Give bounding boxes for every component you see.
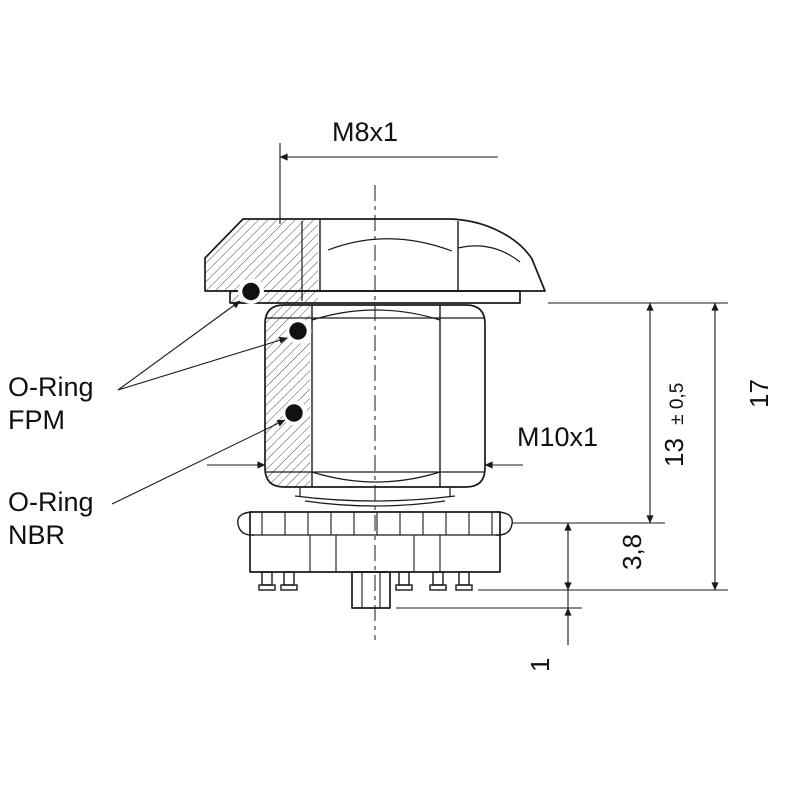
right-dimensions: 17 13 ± 0,5 3,8 1 [396, 302, 774, 672]
center-tab [351, 571, 391, 609]
o-rings [238, 278, 312, 426]
dimension-m8: M8x1 [279, 117, 498, 224]
flange-outline [204, 218, 546, 292]
dim-text-13: 13 ± 0,5 [659, 383, 689, 467]
pin-foot [395, 584, 413, 591]
leader-nbr [111, 419, 286, 505]
label-thread-body: M10x1 [517, 422, 598, 452]
pin [261, 571, 273, 586]
hex-facet-arc-top [311, 309, 441, 321]
o-ring-callouts: O-Ring FPM O-Ring NBR [8, 300, 288, 550]
o-ring-middle-fpm [289, 322, 307, 340]
hex-facet-arc-bottom [311, 471, 441, 483]
label-oring-nbr-line2: NBR [8, 520, 65, 550]
o-ring-bottom-nbr [285, 404, 303, 422]
dim-value-13: 13 [659, 438, 689, 467]
pin-foot [258, 584, 276, 591]
pin-foot [455, 584, 473, 591]
dim-tolerance-13: ± 0,5 [667, 383, 688, 425]
coil-line-2 [304, 500, 446, 507]
o-ring-top-fpm [242, 282, 260, 301]
flange-facet-arc-right [457, 245, 521, 263]
leader-fpm-top [117, 300, 241, 391]
serration-lines-lower [309, 535, 441, 572]
pin-foot [429, 584, 447, 591]
leader-fpm-middle [117, 336, 288, 391]
dim-text-3-8: 3,8 [617, 534, 647, 570]
contact-pins [258, 571, 473, 609]
panel-section-hatch [205, 219, 318, 303]
pin-foot [280, 584, 298, 591]
pin [283, 571, 295, 586]
section-hatching [205, 219, 318, 487]
right-spring-clip [495, 511, 513, 536]
dim-text-1: 1 [525, 658, 555, 672]
label-oring-fpm-line2: FPM [8, 405, 65, 435]
left-spring-clip [237, 511, 255, 536]
pin [432, 571, 444, 586]
pin [458, 571, 470, 586]
flange-facet-arc-center [327, 238, 453, 252]
dimension-m10: M10x1 [207, 422, 598, 469]
serration-lines-upper [261, 512, 493, 535]
label-oring-fpm-line1: O-Ring [8, 372, 94, 402]
label-thread-top: M8x1 [332, 117, 398, 147]
dim-text-17: 17 [744, 379, 774, 408]
body-section-hatch [265, 305, 310, 487]
pin [398, 571, 410, 586]
label-oring-nbr-line1: O-Ring [8, 487, 94, 517]
